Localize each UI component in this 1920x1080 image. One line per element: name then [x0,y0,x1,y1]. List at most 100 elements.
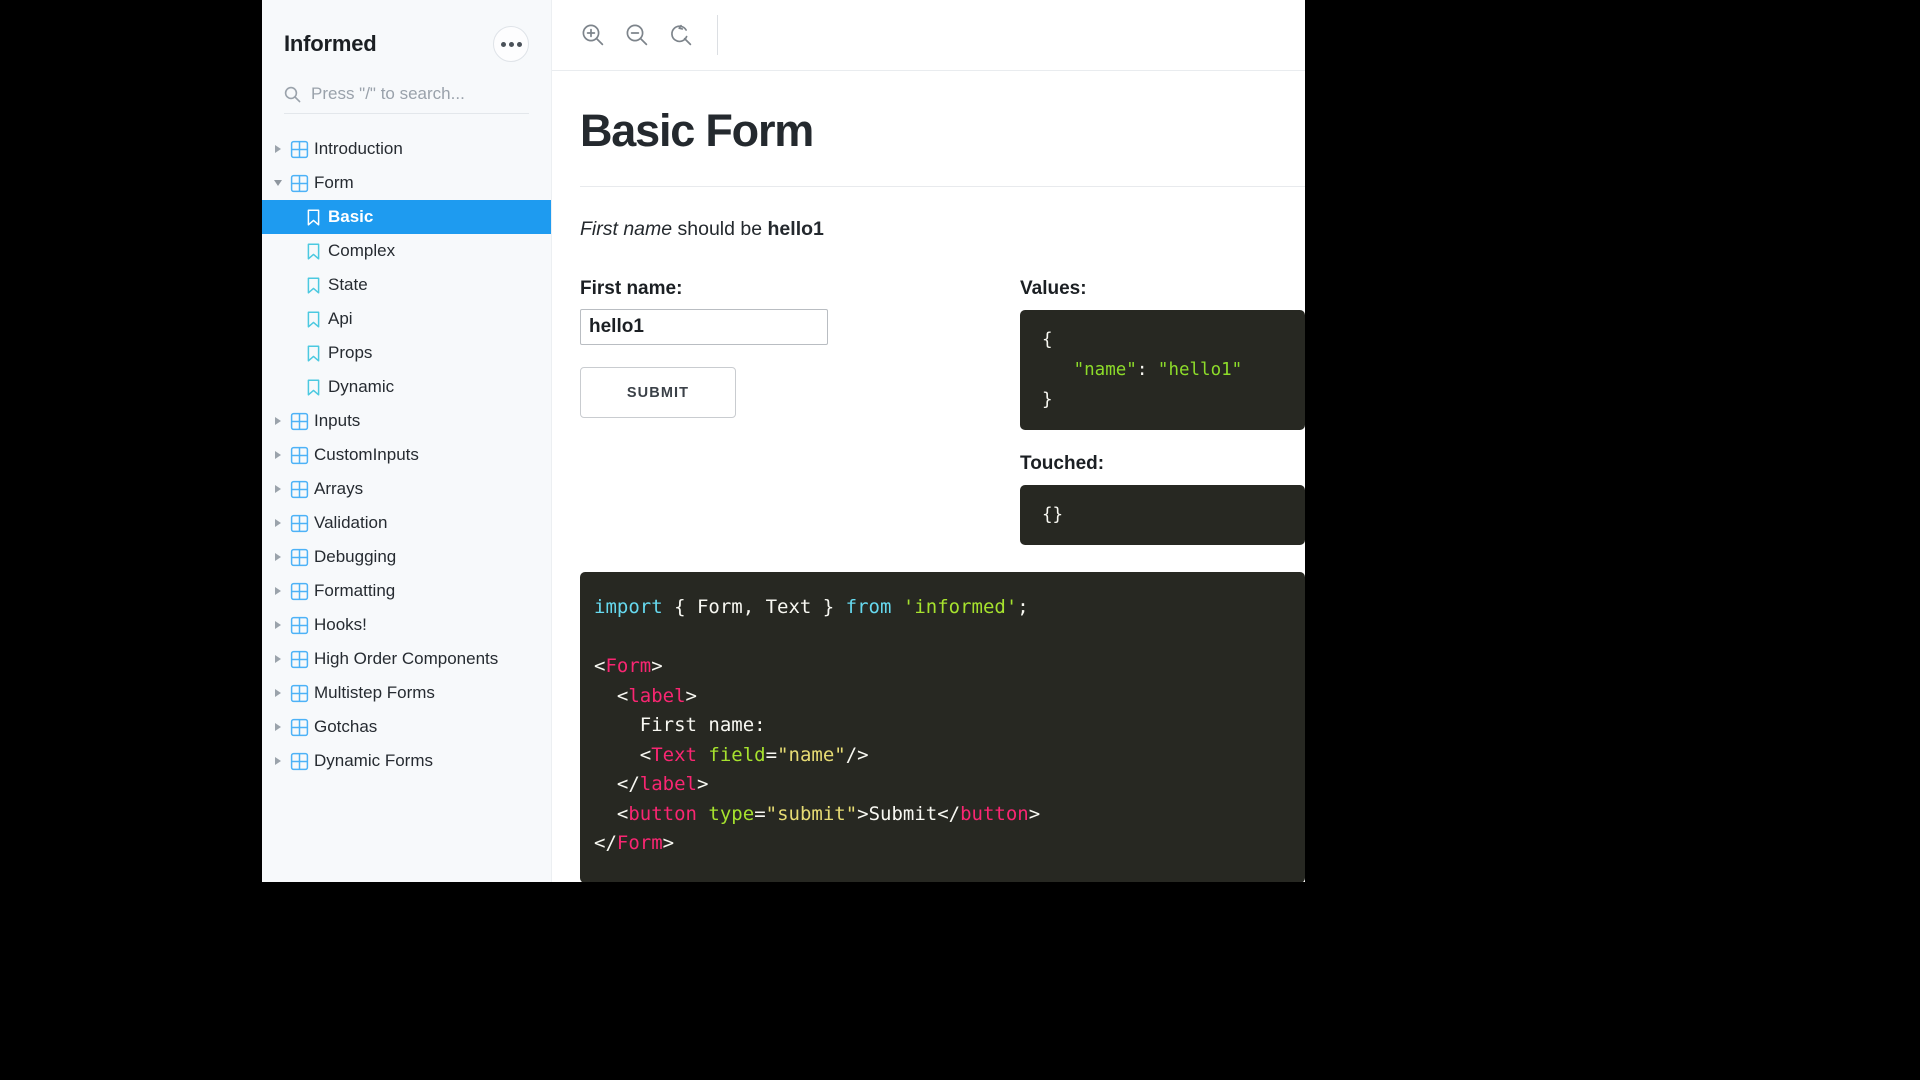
dot-icon [508,41,514,47]
sidebar-item-label: State [328,275,368,294]
sidebar-item-label: Hooks! [314,615,367,634]
code-token: </ [594,832,617,854]
toolbar [552,0,1305,71]
sidebar-item-state[interactable]: State [262,268,551,302]
search-bar[interactable] [284,84,529,114]
bookmark-icon [300,344,326,363]
zoom-in-icon[interactable] [571,13,615,57]
chevron-right-icon[interactable] [270,621,286,629]
sidebar-item-label: Dynamic Forms [314,751,434,770]
sidebar-item-high-order-components[interactable]: High Order Components [262,642,551,676]
search-icon [284,86,301,103]
chevron-right-icon[interactable] [270,145,286,153]
sidebar-item-props[interactable]: Props [262,336,551,370]
sidebar-item-label: Formatting [314,581,396,600]
dot-icon [500,41,506,47]
code-token: < [594,743,652,766]
grid-icon [286,684,312,703]
values-panel: { "name": "hello1" } [1020,310,1305,430]
sidebar-item-gotchas[interactable]: Gotchas [262,710,551,744]
page-title: Basic Form [580,105,814,156]
lead-emphasis: First name [580,218,673,240]
code-token: Text [651,743,697,766]
form-column: First name: SUBMIT [580,278,1020,545]
code-token: > [1028,802,1041,825]
app-window: Informed IntroductionFormBasicComplexSta… [262,0,1305,882]
sidebar-item-api[interactable]: Api [262,302,551,336]
dot-icon [516,41,522,47]
sidebar-item-label: Introduction [314,139,403,158]
sidebar-item-basic[interactable]: Basic [262,200,551,234]
sidebar-item-form[interactable]: Form [262,166,551,200]
sidebar-item-label: Arrays [314,479,364,498]
sidebar-item-label: Validation [314,513,388,532]
sidebar-item-label: CustomInputs [314,445,419,464]
sidebar-header: Informed [262,0,551,62]
sidebar-item-dynamic-forms[interactable]: Dynamic Forms [262,744,551,778]
code-token: > [696,773,709,795]
values-key: "name" [1073,360,1137,380]
code-token: type [708,802,755,825]
code-token: Form [605,655,652,677]
state-column: Values: { "name": "hello1" } Touched: {} [1020,278,1305,545]
sidebar-item-custominputs[interactable]: CustomInputs [262,438,551,472]
chevron-right-icon[interactable] [270,587,286,595]
title-divider [580,186,1305,187]
code-token: Form [616,832,663,854]
zoom-out-icon[interactable] [615,13,659,57]
bookmark-icon [300,208,326,227]
grid-icon [286,514,312,533]
sidebar-item-complex[interactable]: Complex [262,234,551,268]
app-title: Informed [284,31,377,56]
chevron-right-icon[interactable] [270,553,286,561]
chevron-right-icon[interactable] [270,417,286,425]
touched-panel: {} [1020,485,1305,545]
sidebar: Informed IntroductionFormBasicComplexSta… [262,0,552,882]
toolbar-divider [717,15,718,55]
code-token: { Form, Text } [662,596,846,618]
sidebar-item-label: Form [314,173,354,192]
chevron-right-icon[interactable] [270,485,286,493]
lead-strong: hello1 [767,218,824,240]
chevron-right-icon[interactable] [270,757,286,765]
chevron-right-icon[interactable] [270,655,286,663]
code-line: First name: [594,714,766,736]
code-token: > [651,655,663,677]
code-token: > [685,684,697,707]
chevron-down-icon[interactable] [270,180,286,186]
sidebar-item-label: Inputs [314,411,361,430]
chevron-right-icon[interactable] [270,689,286,697]
code-token: </ [594,773,640,795]
code-token: >Submit</ [857,802,961,825]
code-token: field [708,743,766,766]
zoom-reset-icon[interactable] [659,13,703,57]
grid-icon [286,140,312,159]
code-line: <button type="submit">Submit</button> [594,803,1040,825]
sidebar-item-multistep-forms[interactable]: Multistep Forms [262,676,551,710]
first-name-label: First name: [580,278,683,299]
sidebar-item-dynamic[interactable]: Dynamic [262,370,551,404]
sidebar-item-formatting[interactable]: Formatting [262,574,551,608]
form-and-state-columns: First name: SUBMIT Values: { "name": "he… [580,278,1305,545]
sidebar-item-hooks[interactable]: Hooks! [262,608,551,642]
first-name-input[interactable] [580,309,828,345]
code-token [697,803,708,825]
chevron-right-icon[interactable] [270,723,286,731]
more-options-button[interactable] [493,26,529,62]
sidebar-item-arrays[interactable]: Arrays [262,472,551,506]
main-area: Basic Form First name should be hello1 F… [552,0,1305,882]
code-token [891,596,902,618]
chevron-right-icon[interactable] [270,451,286,459]
submit-button[interactable]: SUBMIT [580,367,736,418]
code-line: <label> [594,685,697,707]
sidebar-item-label: Gotchas [314,717,378,736]
values-colon: : [1136,360,1158,380]
code-token: First name: [594,714,766,736]
values-value: "hello1" [1157,360,1243,380]
sidebar-item-validation[interactable]: Validation [262,506,551,540]
search-input[interactable] [311,84,529,104]
sidebar-item-debugging[interactable]: Debugging [262,540,551,574]
sidebar-item-introduction[interactable]: Introduction [262,132,551,166]
sidebar-item-inputs[interactable]: Inputs [262,404,551,438]
chevron-right-icon[interactable] [270,519,286,527]
